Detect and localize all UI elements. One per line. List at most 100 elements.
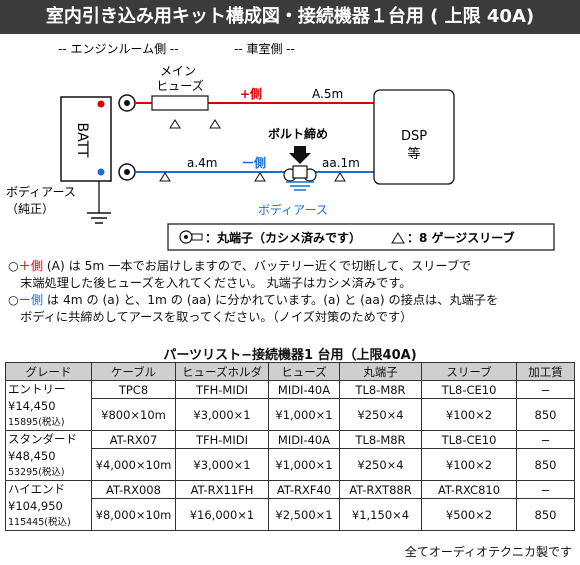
minus-length-a: a.4m bbox=[187, 156, 218, 170]
bolt-label: ボルト締め bbox=[268, 126, 328, 141]
main-fuse-label: メイン bbox=[160, 64, 196, 78]
sleeve-triangle-icon bbox=[254, 172, 266, 182]
model-cell: AT-RXC810 bbox=[421, 480, 517, 499]
model-cell: MIDI-40A bbox=[268, 380, 340, 399]
note-plus: ○＋側 (A) は 5m 一本でお届けしますので、バッテリー近くで切断して、スリ… bbox=[8, 259, 472, 273]
grade-name: ハイエンド bbox=[8, 482, 66, 496]
engine-room-label: -- エンジンルーム側 -- bbox=[58, 42, 179, 56]
table-row: ¥4,000×10m ¥3,000×1 ¥1,000×1 ¥250×4 ¥100… bbox=[6, 448, 575, 481]
notes: ○＋側 (A) は 5m 一本でお届けしますので、バッテリー近くで切断して、スリ… bbox=[8, 258, 574, 326]
legend-terminal-text: ：丸端子（カシメ済みです） bbox=[205, 230, 361, 245]
bolt-icon bbox=[292, 165, 308, 179]
qty-cell: ¥1,150×4 bbox=[339, 498, 422, 531]
column-header: ヒューズ bbox=[268, 362, 340, 381]
qty-cell: ¥4,000×10m bbox=[91, 448, 176, 481]
grade-price-tax: 53295(税込) bbox=[8, 467, 65, 478]
qty-cell: ¥1,000×1 bbox=[268, 448, 340, 481]
note-minus-cont: ボディに共締めしてアースを取ってください。（ノイズ対策のためです） bbox=[8, 310, 413, 324]
grade-name: スタンダード bbox=[8, 432, 77, 446]
column-header: スリーブ bbox=[421, 362, 517, 381]
table-row: エントリー ¥14,450 15895(税込) TPC8 TFH-MIDI MI… bbox=[5, 380, 575, 431]
batt-label: BATT bbox=[74, 123, 90, 158]
minus-side-label: ー側 bbox=[242, 155, 266, 170]
body-ground-label: ボディアース bbox=[6, 184, 76, 199]
main-fuse-icon bbox=[151, 95, 209, 111]
model-cell: AT-RX07 bbox=[91, 430, 176, 449]
model-cell: TFH-MIDI bbox=[175, 430, 269, 449]
legend-box bbox=[167, 223, 555, 251]
body-ground-blue-label: ボディアース bbox=[258, 202, 328, 217]
dsp-box bbox=[373, 89, 455, 185]
qty-cell: ¥500×2 bbox=[421, 498, 517, 531]
table-row: ¥800×10m ¥3,000×1 ¥1,000×1 ¥250×4 ¥100×2… bbox=[6, 398, 575, 431]
parts-table: グレード ケーブル ヒューズホルダ ヒューズ 丸端子 スリーブ 加工賃 エントリ… bbox=[5, 362, 575, 531]
dsp-label: DSP bbox=[401, 129, 427, 144]
model-cell: AT-RXF40 bbox=[268, 480, 340, 499]
model-cell: MIDI-40A bbox=[268, 430, 340, 449]
battery-plus-dot bbox=[97, 100, 105, 108]
grade-price: ¥14,450 bbox=[8, 399, 56, 413]
sleeve-triangle-icon bbox=[159, 172, 171, 182]
grade-cell: エントリー ¥14,450 15895(税込) bbox=[5, 380, 92, 431]
model-cell: TL8-CE10 bbox=[421, 430, 517, 449]
plus-side-label: +側 bbox=[240, 86, 262, 101]
sleeve-triangle-icon bbox=[169, 119, 181, 129]
minus-length-aa: aa.1m bbox=[322, 156, 360, 170]
sleeve-triangle-icon bbox=[209, 119, 221, 129]
grade-cell: ハイエンド ¥104,950 115445(税込) bbox=[5, 480, 92, 531]
note-minus-label: ー側 bbox=[18, 293, 44, 307]
parts-list-title: パーツリスト−接続機器1 台用（上限40A) bbox=[163, 348, 417, 363]
model-cell: − bbox=[516, 480, 575, 499]
qty-cell: ¥3,000×1 bbox=[175, 398, 269, 431]
column-header: 丸端子 bbox=[339, 362, 422, 381]
qty-cell: ¥100×2 bbox=[421, 448, 517, 481]
model-cell: − bbox=[516, 380, 575, 399]
model-cell: TL8-M8R bbox=[339, 380, 422, 399]
grade-price: ¥48,450 bbox=[8, 449, 56, 463]
qty-cell: ¥16,000×1 bbox=[175, 498, 269, 531]
table-row: ハイエンド ¥104,950 115445(税込) AT-RX008 AT-RX… bbox=[5, 480, 575, 531]
grade-name: エントリー bbox=[8, 382, 66, 396]
qty-cell: ¥1,000×1 bbox=[268, 398, 340, 431]
qty-cell: 850 bbox=[516, 398, 575, 431]
column-header: グレード bbox=[5, 362, 92, 381]
qty-cell: ¥8,000×10m bbox=[91, 498, 176, 531]
note-plus-cont: 末端処理した後ヒューズを入れてください。 丸端子はカシメ済みです。 bbox=[8, 276, 412, 290]
model-cell: TFH-MIDI bbox=[175, 380, 269, 399]
arrow-down-icon bbox=[289, 146, 311, 164]
main-fuse-label: ヒューズ bbox=[156, 78, 203, 93]
table-row: スタンダード ¥48,450 53295(税込) AT-RX07 TFH-MID… bbox=[5, 430, 575, 481]
footer-note: 全てオーディオテクニカ製です bbox=[404, 545, 572, 559]
table-header-row: グレード ケーブル ヒューズホルダ ヒューズ 丸端子 スリーブ 加工賃 bbox=[5, 362, 575, 381]
legend-sleeve-icon bbox=[391, 232, 405, 244]
column-header: ヒューズホルダ bbox=[175, 362, 269, 381]
model-cell: AT-RXT88R bbox=[339, 480, 422, 499]
qty-cell: ¥2,500×1 bbox=[268, 498, 340, 531]
column-header: ケーブル bbox=[91, 362, 176, 381]
grade-price-tax: 15895(税込) bbox=[8, 417, 65, 428]
table-row: ¥8,000×10m ¥16,000×1 ¥2,500×1 ¥1,150×4 ¥… bbox=[6, 498, 575, 531]
model-cell: AT-RX11FH bbox=[175, 480, 269, 499]
model-cell: AT-RX008 bbox=[91, 480, 176, 499]
battery-minus-dot bbox=[97, 168, 105, 176]
qty-cell: ¥250×4 bbox=[339, 448, 422, 481]
grade-price-tax: 115445(税込) bbox=[8, 517, 71, 528]
model-cell: TL8-CE10 bbox=[421, 380, 517, 399]
model-cell: − bbox=[516, 430, 575, 449]
qty-cell: ¥3,000×1 bbox=[175, 448, 269, 481]
qty-cell: ¥800×10m bbox=[91, 398, 176, 431]
column-header: 加工賃 bbox=[516, 362, 575, 381]
plus-length-label: A.5m bbox=[312, 87, 343, 101]
note-plus-label: ＋側 bbox=[18, 259, 44, 273]
body-ground-label: （純正） bbox=[6, 202, 54, 216]
grade-price: ¥104,950 bbox=[8, 499, 63, 513]
legend-sleeve-text: ：8 ゲージスリーブ bbox=[407, 230, 515, 245]
qty-cell: 850 bbox=[516, 448, 575, 481]
model-cell: TL8-M8R bbox=[339, 430, 422, 449]
model-cell: TPC8 bbox=[91, 380, 176, 399]
note-minus: ○ー側 は 4m の (a) と、1m の (aa) に分かれています。(a) … bbox=[8, 293, 499, 307]
grade-cell: スタンダード ¥48,450 53295(税込) bbox=[5, 430, 92, 481]
qty-cell: ¥100×2 bbox=[421, 398, 517, 431]
cabin-label: -- 車室側 -- bbox=[234, 41, 295, 56]
